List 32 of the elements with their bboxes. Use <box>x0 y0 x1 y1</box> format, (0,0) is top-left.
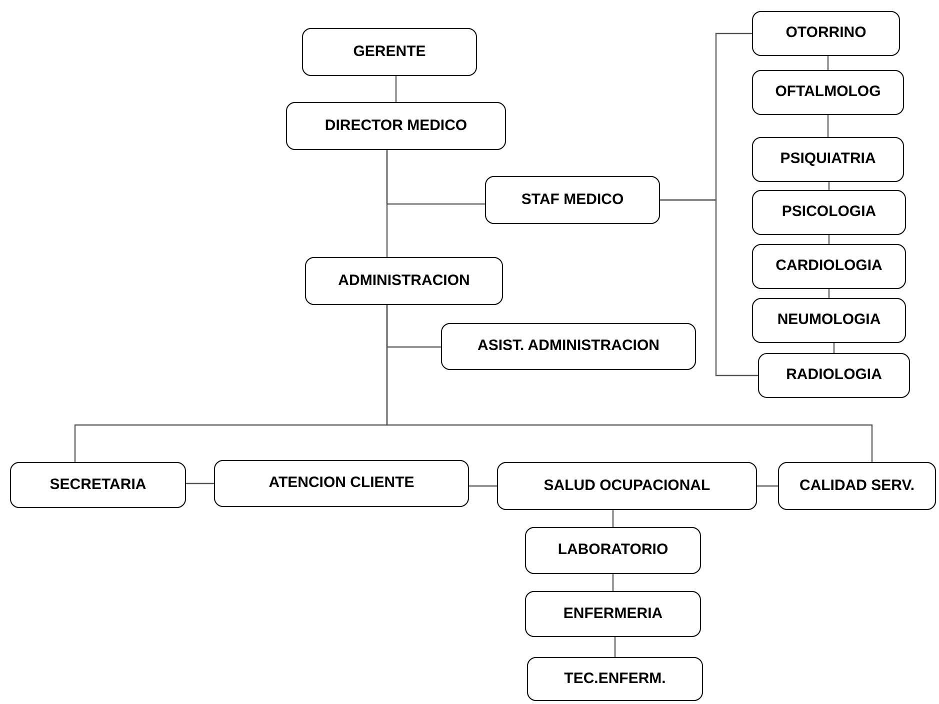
org-box: DIRECTOR MEDICO <box>286 102 506 150</box>
connector-line <box>395 76 397 102</box>
connector-line <box>827 56 829 70</box>
org-box: STAF MEDICO <box>485 176 660 224</box>
connector-line <box>186 482 214 484</box>
org-box: PSICOLOGIA <box>752 190 906 235</box>
connector-line <box>386 305 873 462</box>
org-box: OFTALMOLOG <box>752 70 904 115</box>
connector-line <box>827 115 829 137</box>
connector-line <box>612 510 614 527</box>
org-box: ADMINISTRACION <box>305 257 503 305</box>
org-box: PSIQUIATRIA <box>752 137 904 182</box>
connector-line <box>757 485 778 487</box>
org-box: LABORATORIO <box>525 527 701 574</box>
org-box: ASIST. ADMINISTRACION <box>441 323 696 370</box>
org-box: RADIOLOGIA <box>758 353 910 398</box>
org-box: CALIDAD SERV. <box>778 462 936 510</box>
connector-line <box>386 150 485 205</box>
connector-line <box>469 485 497 487</box>
connector-line <box>614 637 616 657</box>
org-box: ATENCION CLIENTE <box>214 460 469 507</box>
org-box: ENFERMERIA <box>525 591 701 637</box>
org-box: NEUMOLOGIA <box>752 298 906 343</box>
org-box: SALUD OCUPACIONAL <box>497 462 757 510</box>
connector-line <box>612 574 614 591</box>
org-box: SECRETARIA <box>10 462 186 508</box>
org-box: CARDIOLOGIA <box>752 244 906 289</box>
connector-line <box>833 343 835 353</box>
org-box: OTORRINO <box>752 11 900 56</box>
org-box: GERENTE <box>302 28 477 76</box>
connector-line <box>660 199 758 376</box>
org-box: TEC.ENFERM. <box>527 657 703 701</box>
